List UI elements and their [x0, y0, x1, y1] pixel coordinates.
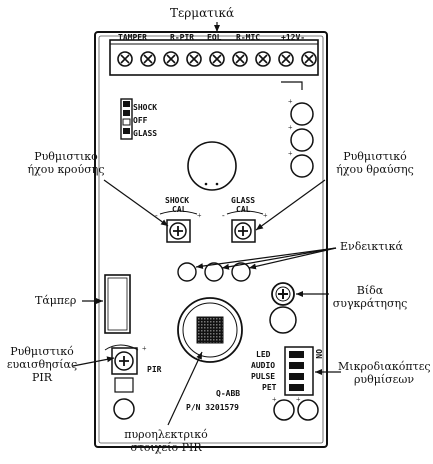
- shock-adjust-callout: Ρυθμιστικό ήχου κρούσης: [22, 150, 110, 176]
- mounting-screw: [271, 282, 295, 306]
- dip-switches-line-2: ρυθμίσεων: [353, 373, 415, 386]
- terminal-block: [109, 39, 319, 76]
- shock-adjust-arrow: [103, 179, 169, 227]
- pir-sensitivity-line-1: Ρυθμιστικό: [10, 345, 74, 358]
- svg-text:+: +: [197, 211, 202, 220]
- pir-sensitivity-line-3: PIR: [31, 371, 53, 384]
- glass-pot: [231, 219, 256, 243]
- glass-adjust-callout: Ρυθμιστικό ήχου θραύσης: [330, 150, 420, 176]
- microphone: [187, 141, 237, 191]
- part-number-label: P/N 3201579: [186, 403, 239, 412]
- dip-switches-line-1: Μικροδιακόπτες: [338, 360, 431, 373]
- svg-text:+: +: [288, 97, 293, 106]
- dip-switch-block: [284, 346, 314, 396]
- svg-text:+: +: [288, 123, 293, 132]
- tamper-switch: [104, 274, 131, 334]
- switch-label-pet: PET: [262, 383, 277, 392]
- capacitors: [290, 102, 314, 178]
- svg-text:-: -: [155, 211, 158, 220]
- pir-window: [196, 316, 224, 344]
- screw-line-1: Βίδα: [356, 284, 384, 297]
- terminal-label-rmic: R-MIC: [236, 33, 260, 42]
- shock-adjust-line-2: ήχου κρούσης: [27, 163, 105, 176]
- svg-text:+: +: [263, 211, 268, 220]
- indicator-arrow-1: [195, 247, 337, 270]
- screw-line-2: συγκράτησης: [332, 297, 408, 310]
- pir-element-line-2: στοιχείο PIR: [130, 441, 202, 454]
- pir-sensitivity-arrow: [72, 356, 115, 367]
- pcb-outline: [94, 31, 328, 448]
- svg-text:+: +: [288, 149, 293, 158]
- indicator-arrow-2: [221, 247, 337, 270]
- indicator-arrow-3: [248, 247, 337, 270]
- pir-pot-label: PIR: [147, 365, 162, 374]
- terminal-label-eol: EOL: [207, 33, 222, 42]
- terminal-screws: [117, 51, 317, 67]
- pcb-inner-outline: [98, 35, 324, 444]
- shock-adjust-line-1: Ρυθμιστικό: [34, 150, 98, 163]
- svg-text:+: +: [142, 344, 147, 353]
- indicators-callout: Ενδεικτικά: [340, 240, 403, 253]
- model-label: Q-ABB: [216, 389, 240, 398]
- pir-element-callout: πυροηλεκτρικό στοιχείο PIR: [120, 428, 212, 454]
- dip-on-label: ON: [314, 349, 323, 359]
- pir-element: [177, 297, 243, 363]
- terminals-callout: Τερματικά: [170, 6, 235, 20]
- svg-text:+: +: [296, 395, 301, 404]
- pir-sensitivity-callout: Ρυθμιστικό ευαισθησίας PIR: [6, 345, 78, 384]
- tamper-callout: Τάμπερ: [35, 294, 77, 307]
- glass-cal-label-2: CAL: [236, 205, 251, 214]
- indicator-leds: [177, 262, 251, 282]
- shock-pot: [166, 219, 191, 243]
- dip-switches-callout: Μικροδιακόπτες ρυθμίσεων: [338, 360, 431, 386]
- svg-text:+: +: [272, 395, 277, 404]
- mode-off-label: OFF: [133, 116, 148, 125]
- terminal-label-tamper: TAMPER: [118, 33, 147, 42]
- svg-text:-: -: [222, 211, 225, 220]
- pir-element-line-1: πυροηλεκτρικό: [124, 428, 208, 441]
- glass-cal-label-1: GLASS: [231, 196, 255, 205]
- switch-label-led: LED: [256, 350, 271, 359]
- shock-cal-label-1: SHOCK: [165, 196, 189, 205]
- pir-element-arrow: [167, 351, 203, 426]
- mode-glass-label: GLASS: [133, 129, 157, 138]
- glass-adjust-arrow: [255, 179, 326, 231]
- terminal-label-12v: +12V-: [281, 33, 305, 42]
- glass-adjust-line-2: ήχου θραύσης: [336, 163, 414, 176]
- mode-jumper: [120, 98, 133, 140]
- shock-cal-label-2: CAL: [172, 205, 187, 214]
- switch-label-pulse: PULSE: [251, 372, 275, 381]
- terminal-label-rpir: R-PIR: [170, 33, 194, 42]
- screw-callout: Βίδα συγκράτησης: [330, 284, 410, 310]
- mode-shock-label: SHOCK: [133, 103, 157, 112]
- switch-label-audio: AUDIO: [251, 361, 275, 370]
- pir-sensitivity-line-2: ευαισθησίας: [6, 358, 78, 371]
- glass-adjust-line-1: Ρυθμιστικό: [343, 150, 407, 163]
